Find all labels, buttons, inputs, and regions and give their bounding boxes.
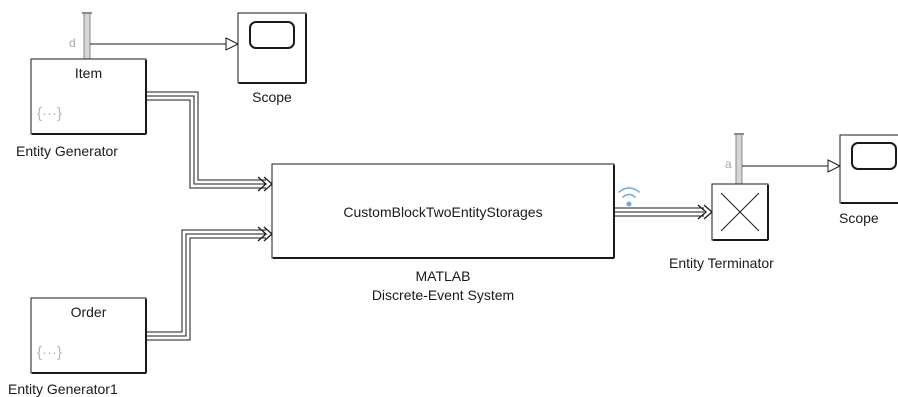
signal-arrowhead-right [827,159,842,173]
des-system-block[interactable] [271,163,615,259]
entity-line-item-to-des[interactable] [146,91,266,189]
gen-item-inner-label: Item [74,65,103,81]
scope-right-label[interactable]: Scope [839,210,879,226]
scope-screen-icon [851,142,897,170]
signal-arrowhead [225,37,240,51]
port-label-d: d [69,36,76,50]
entity-terminator-block[interactable] [711,183,769,241]
gen-order-label[interactable]: Entity Generator1 [8,381,118,397]
wireless-icon [618,187,640,207]
terminator-label[interactable]: Entity Terminator [669,255,774,271]
scope-block-top[interactable] [237,12,307,84]
entity-line-des-to-terminator[interactable] [614,207,704,217]
entity-braces-icon: {···} [37,344,63,361]
scope-block-right[interactable] [839,134,898,204]
port-stub-d[interactable] [82,12,92,60]
port-stub-a[interactable] [734,133,744,185]
port-label-a: a [725,157,732,171]
gen-item-label[interactable]: Entity Generator [16,143,118,159]
des-inner-label: CustomBlockTwoEntityStorages [343,204,543,220]
des-caption-line1[interactable]: MATLAB [415,268,471,284]
gen-order-inner-label: Order [70,304,107,320]
entity-braces-icon: {···} [37,105,63,122]
entity-line-order-to-des[interactable] [146,229,266,341]
scope-screen-icon [249,21,295,49]
scope-top-label[interactable]: Scope [252,89,292,105]
entity-generator-item-block[interactable] [30,58,147,135]
des-caption-line2[interactable]: Discrete-Event System [371,287,515,303]
